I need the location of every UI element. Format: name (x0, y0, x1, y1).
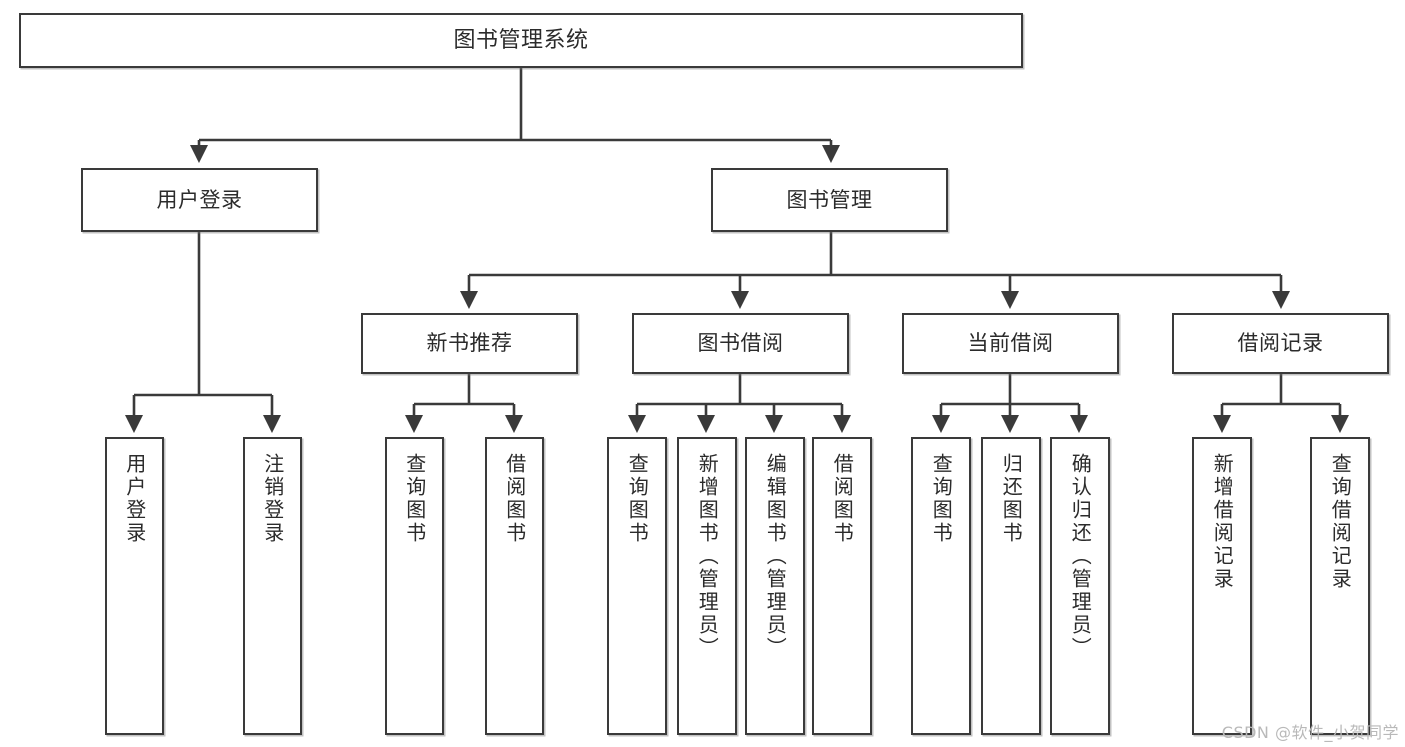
node-label: 编辑图书（管理员） (763, 453, 788, 660)
node-label: 新书推荐 (426, 331, 513, 356)
node-label: 新增借阅记录 (1210, 453, 1235, 591)
node-label: 归还图书 (999, 453, 1024, 545)
node-label: 当前借阅 (967, 331, 1054, 356)
leaf-query-book-recommend[interactable]: 查询图书 (385, 437, 444, 735)
node-label: 借阅图书 (502, 453, 527, 545)
csdn-watermark: CSDN @软件_小贺同学 (1221, 723, 1399, 742)
leaf-add-borrow-record[interactable]: 新增借阅记录 (1192, 437, 1252, 735)
leaf-borrow-book-recommend[interactable]: 借阅图书 (485, 437, 544, 735)
leaf-user-login[interactable]: 用户登录 (105, 437, 164, 735)
node-label: 用户登录 (156, 187, 243, 212)
node-new-book-recommend[interactable]: 新书推荐 (361, 313, 578, 374)
node-book-borrow[interactable]: 图书借阅 (632, 313, 849, 374)
node-label: 查询借阅记录 (1328, 453, 1353, 591)
node-label: 查询图书 (929, 453, 954, 545)
node-root-system[interactable]: 图书管理系统 (19, 13, 1023, 68)
node-label: 借阅记录 (1237, 331, 1324, 356)
leaf-edit-book-admin[interactable]: 编辑图书（管理员） (745, 437, 805, 735)
node-label: 借阅图书 (830, 453, 855, 545)
leaf-return-book[interactable]: 归还图书 (981, 437, 1041, 735)
leaf-logout[interactable]: 注销登录 (243, 437, 302, 735)
node-label: 确认归还（管理员） (1068, 453, 1093, 660)
node-label: 用户登录 (122, 453, 147, 545)
node-current-borrow[interactable]: 当前借阅 (902, 313, 1119, 374)
leaf-query-borrow-record[interactable]: 查询借阅记录 (1310, 437, 1370, 735)
node-label: 图书管理 (786, 187, 873, 212)
node-label: 图书管理系统 (453, 27, 589, 53)
node-label: 注销登录 (260, 453, 285, 545)
leaf-add-book-admin[interactable]: 新增图书（管理员） (677, 437, 737, 735)
leaf-confirm-return-admin[interactable]: 确认归还（管理员） (1050, 437, 1110, 735)
node-label: 查询图书 (402, 453, 427, 545)
node-book-management[interactable]: 图书管理 (711, 168, 948, 232)
node-label: 图书借阅 (697, 331, 784, 356)
leaf-borrow-book[interactable]: 借阅图书 (812, 437, 872, 735)
node-borrow-record[interactable]: 借阅记录 (1172, 313, 1389, 374)
node-label: 查询图书 (625, 453, 650, 545)
node-user-login[interactable]: 用户登录 (81, 168, 318, 232)
node-label: 新增图书（管理员） (695, 453, 720, 660)
leaf-query-book-borrow[interactable]: 查询图书 (607, 437, 667, 735)
leaf-query-book-current[interactable]: 查询图书 (911, 437, 971, 735)
